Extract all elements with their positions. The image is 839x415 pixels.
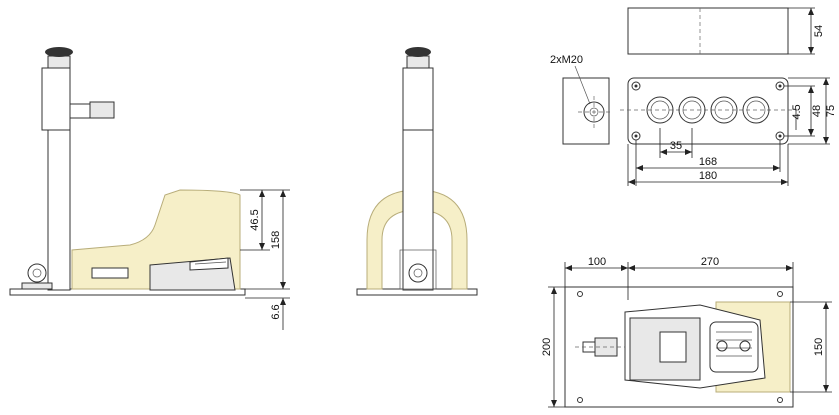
side-emergency-stop — [47, 55, 71, 69]
label-6-6: 6.6 — [270, 304, 282, 319]
side-pedal-grip — [189, 257, 229, 271]
side-bolt — [27, 263, 47, 283]
box-side-view — [562, 77, 610, 145]
label-54: 54 — [813, 25, 825, 37]
plan-pedal — [709, 321, 759, 373]
plan-view: 100 270 200 150 — [541, 256, 832, 408]
label-270: 270 — [701, 256, 719, 268]
label-75: 75 — [825, 105, 837, 117]
label-158: 158 — [270, 231, 282, 249]
front-emergency-stop — [406, 55, 430, 69]
box-front-view — [627, 77, 789, 145]
side-cable-gland — [89, 101, 115, 119]
label-200: 200 — [541, 338, 553, 356]
front-emergency-stop-cap — [405, 47, 431, 57]
front-view — [356, 47, 478, 296]
side-label-plate — [91, 267, 129, 279]
label-48: 48 — [811, 105, 823, 117]
label-168: 168 — [699, 156, 717, 168]
label-180: 180 — [699, 170, 717, 182]
label-35: 35 — [670, 140, 682, 152]
side-emergency-stop-cap — [45, 47, 73, 57]
box-views: 54 2xM20 35 168 — [550, 7, 837, 186]
label-4-5: 4.5 — [791, 104, 803, 119]
label-150: 150 — [813, 338, 825, 356]
front-cover — [366, 189, 468, 290]
front-gland — [408, 263, 428, 283]
label-46-5: 46.5 — [249, 209, 261, 230]
side-box — [41, 67, 71, 131]
label-2xM20: 2xM20 — [550, 54, 583, 66]
side-column — [47, 129, 71, 291]
front-column — [402, 67, 434, 291]
label-100: 100 — [588, 256, 606, 268]
box-buttons — [646, 96, 770, 124]
side-view: 46.5 158 6.6 — [9, 47, 290, 330]
box-top-view — [627, 7, 789, 55]
